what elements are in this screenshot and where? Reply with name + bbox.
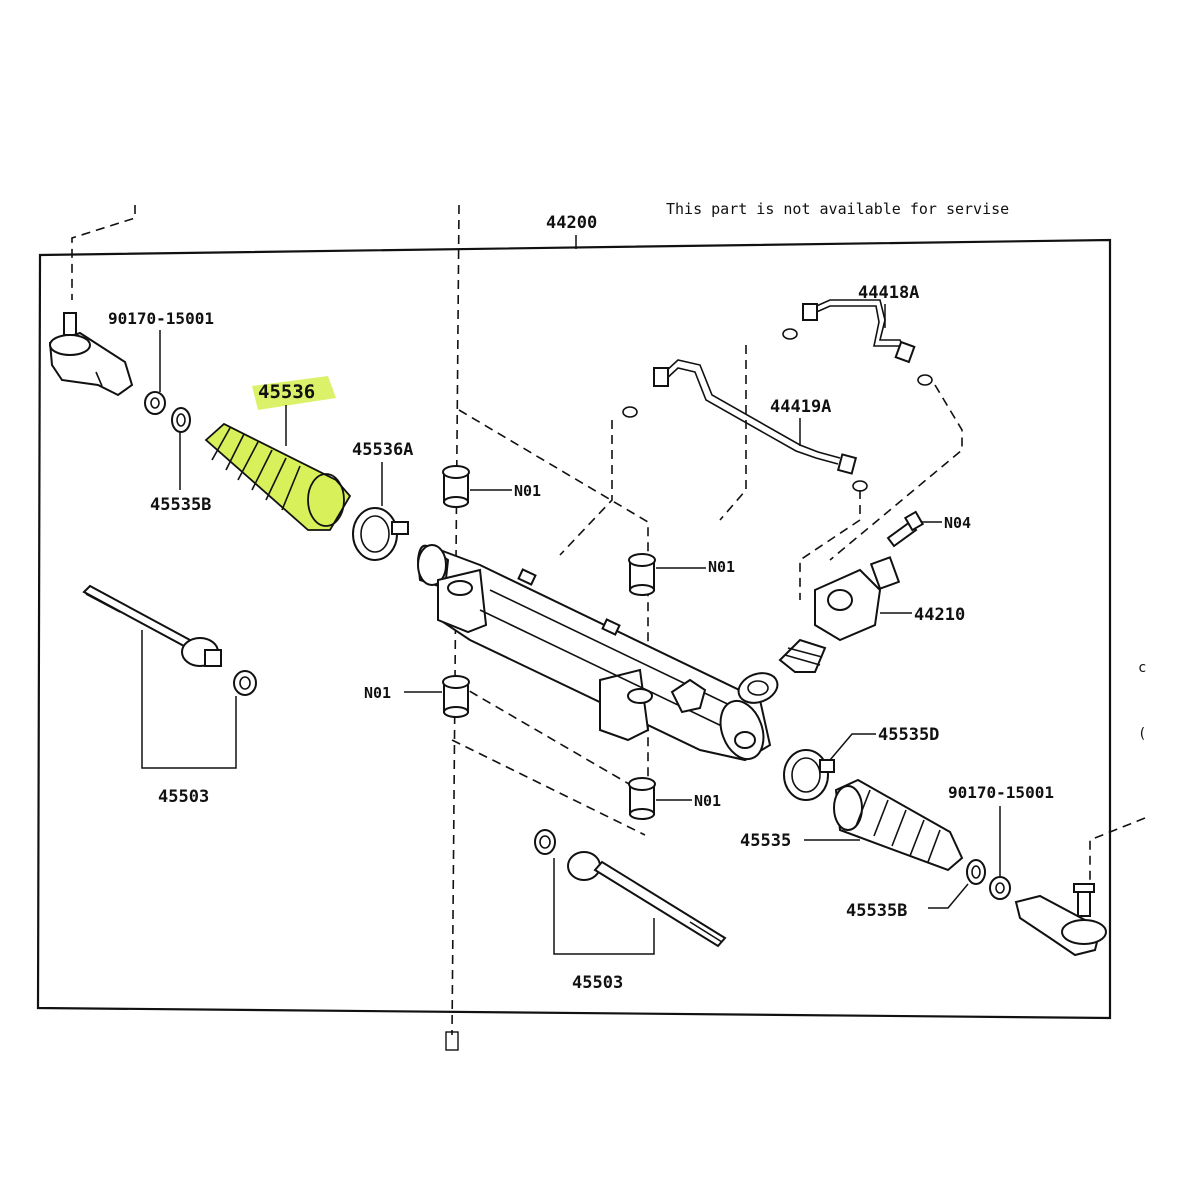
dashed-line-tube-mid <box>719 345 747 521</box>
label-45503-left: 45503 <box>158 787 209 807</box>
label-N01-3: N01 <box>364 684 391 702</box>
clamp-large-right <box>783 749 835 801</box>
nut-right <box>989 876 1011 900</box>
label-90170-15001-left: 90170-15001 <box>108 309 214 328</box>
label-45535B-right: 45535B <box>846 901 907 921</box>
leader-45535B-right <box>928 883 969 909</box>
note-text: This part is not available for servise <box>666 200 1009 218</box>
label-N01-2: N01 <box>708 558 735 576</box>
grommet-4 <box>628 777 656 820</box>
tie-rod-left <box>82 584 257 696</box>
label-45535D: 45535D <box>878 725 939 745</box>
tie-rod-end-right <box>1014 883 1107 957</box>
bracket-45503-left <box>141 630 237 769</box>
grommet-1 <box>442 465 470 508</box>
label-45536-highlighted: 45536 <box>258 381 315 403</box>
clamp-small-left <box>171 407 191 433</box>
boot-left-highlighted <box>204 376 352 531</box>
edge-mark-2: ( <box>1138 726 1146 742</box>
dashed-line-tube-right <box>799 490 861 600</box>
leader-45535D <box>829 733 876 761</box>
grommet-dashed-box-lower <box>451 739 646 836</box>
grommet-dashed-box-upper <box>458 409 649 797</box>
boot-right <box>833 778 964 872</box>
label-44200: 44200 <box>546 213 597 233</box>
pressure-tube-44418A <box>782 299 933 386</box>
centerline-dashed <box>451 204 460 1036</box>
grommet-2 <box>628 553 656 596</box>
assembly-frame <box>36 238 1112 1020</box>
label-90170-15001-right: 90170-15001 <box>948 783 1054 802</box>
clamp-large-left <box>352 507 409 561</box>
label-44210: 44210 <box>914 605 965 625</box>
bracket-45503-right <box>553 858 655 955</box>
label-45503-right: 45503 <box>572 973 623 993</box>
label-44418A: 44418A <box>858 283 919 303</box>
bolt-N04 <box>886 510 925 548</box>
tie-rod-end-left <box>48 312 134 397</box>
label-45536A: 45536A <box>352 440 413 460</box>
label-45535: 45535 <box>740 831 791 851</box>
rack-housing <box>416 544 772 762</box>
dashed-leader-right <box>1089 817 1146 880</box>
control-valve-44210 <box>737 556 901 704</box>
dashed-line-tube-far <box>829 384 963 561</box>
label-45535B-left: 45535B <box>150 495 211 515</box>
grommet-3 <box>442 675 470 718</box>
nut-left <box>144 391 166 415</box>
edge-mark-1: c <box>1138 660 1146 676</box>
label-N01-1: N01 <box>514 482 541 500</box>
return-tube-44419A <box>622 359 868 492</box>
label-N04: N04 <box>944 514 971 532</box>
tie-rod-right <box>534 829 727 948</box>
label-44419A: 44419A <box>770 397 831 417</box>
clamp-small-right <box>966 859 986 885</box>
label-N01-4: N01 <box>694 792 721 810</box>
centerline-end-mark <box>445 1031 459 1051</box>
dashed-line-tube-left <box>559 420 613 556</box>
dashed-leader-top-left <box>71 205 136 300</box>
